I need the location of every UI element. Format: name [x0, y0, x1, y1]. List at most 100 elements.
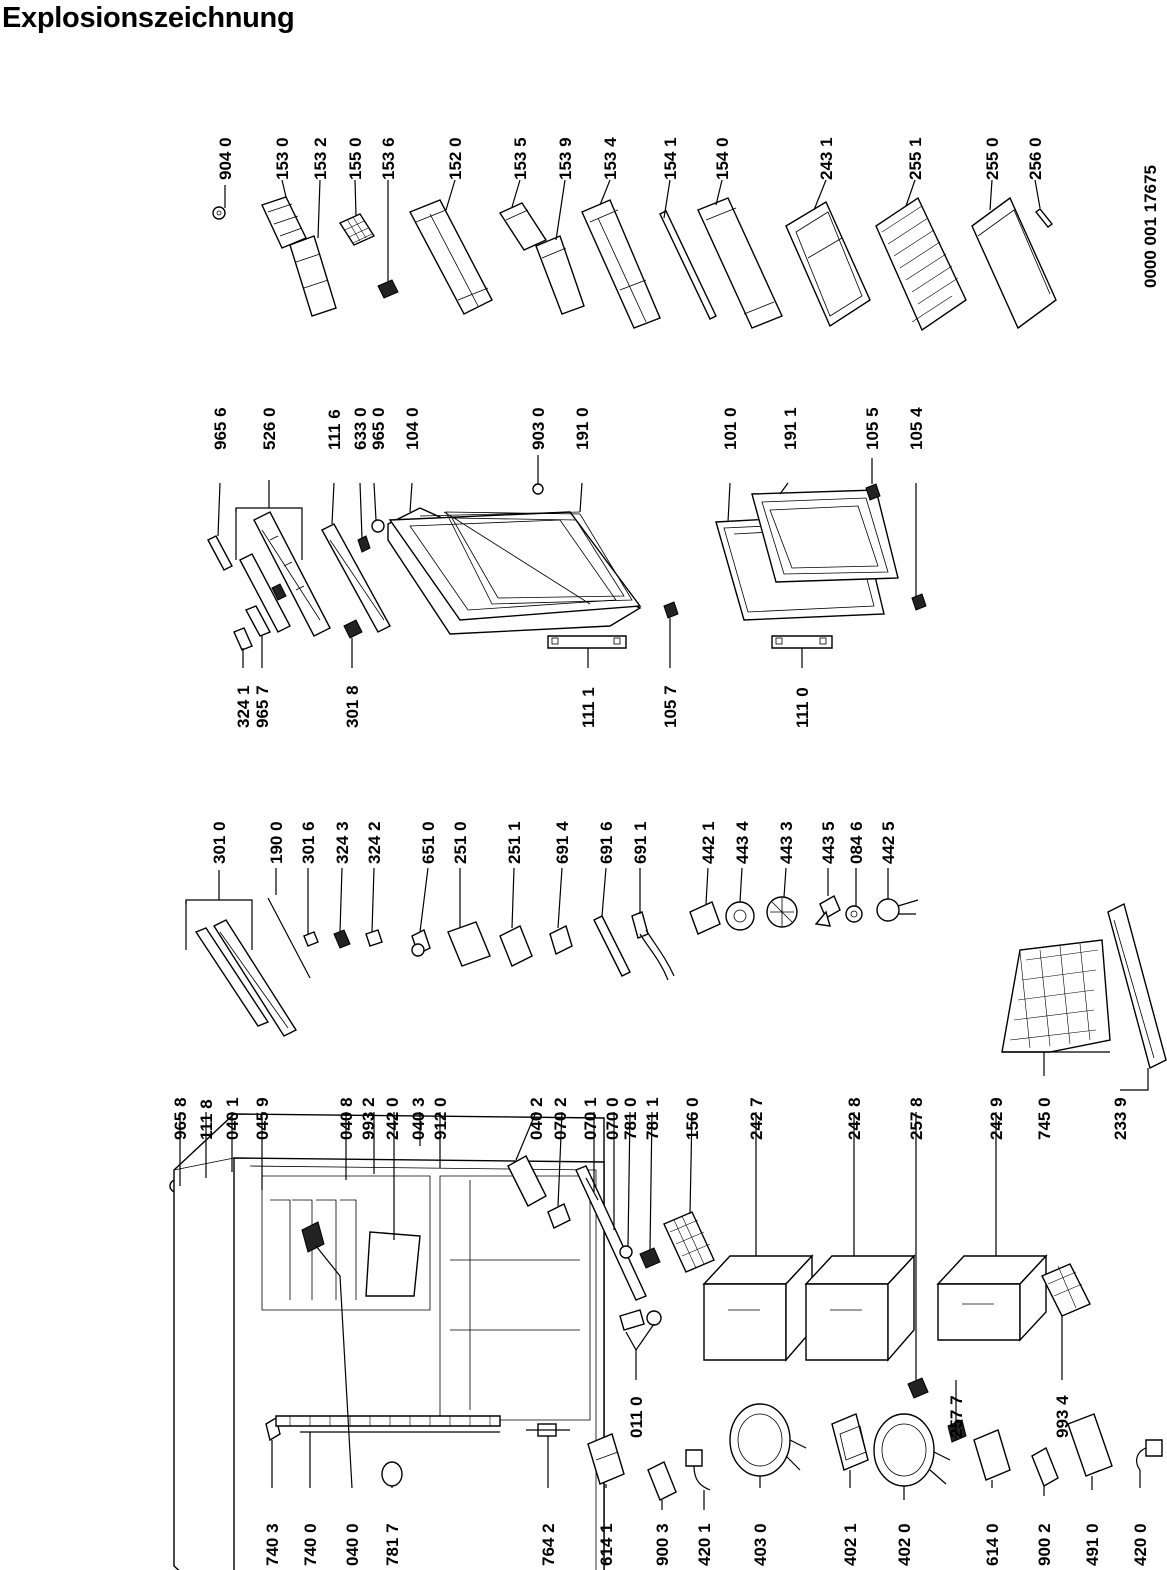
label-154-0: 154 0 — [713, 137, 732, 180]
label-740-3: 740 3 — [263, 1523, 282, 1566]
label-614-0: 614 0 — [983, 1523, 1002, 1566]
label-904-0: 904 0 — [216, 137, 235, 180]
label-011-0: 011 0 — [627, 1396, 646, 1438]
label-443-5: 443 5 — [819, 821, 838, 864]
door-labels: 965 6 526 0 111 6 633 0 965 0 104 0 903 … — [211, 407, 926, 728]
label-070-1: 070 1 — [581, 1097, 600, 1140]
accessory-parts — [212, 196, 1057, 332]
label-402-1: 402 1 — [841, 1523, 860, 1566]
label-040-3: 040 3 — [409, 1097, 428, 1140]
label-104-0: 104 0 — [403, 407, 422, 450]
label-257-8: 257 8 — [907, 1097, 926, 1140]
label-040-2: 040 2 — [527, 1097, 546, 1140]
label-153-9: 153 9 — [556, 137, 575, 180]
label-614-1: 614 1 — [597, 1523, 616, 1566]
label-191-1: 191 1 — [781, 407, 800, 450]
label-443-4: 443 4 — [733, 821, 752, 864]
label-526-0: 526 0 — [260, 407, 279, 450]
label-442-1: 442 1 — [699, 821, 718, 864]
label-740-0: 740 0 — [301, 1523, 320, 1566]
label-242-0: 242 0 — [383, 1097, 402, 1140]
label-040-0: 040 0 — [343, 1523, 362, 1566]
label-233-9: 233 9 — [1111, 1097, 1130, 1140]
label-900-2: 900 2 — [1035, 1523, 1054, 1566]
label-111-6: 111 6 — [325, 409, 344, 450]
label-257-7: 257 7 — [947, 1395, 966, 1438]
label-156-0: 156 0 — [683, 1097, 702, 1140]
door-leaders — [217, 455, 917, 668]
label-965-7: 965 7 — [253, 685, 272, 728]
label-633-0: 633 0 — [351, 407, 370, 450]
label-111-0: 111 0 — [793, 687, 812, 728]
label-243-1: 243 1 — [817, 137, 836, 180]
label-403-0: 403 0 — [751, 1523, 770, 1566]
label-152-0: 152 0 — [446, 137, 465, 180]
label-993-4: 993 4 — [1053, 1395, 1072, 1438]
base-labels: 740 3 740 0 040 0 781 7 764 2 614 1 900 … — [263, 1523, 1150, 1566]
label-491-0: 491 0 — [1083, 1523, 1102, 1566]
label-111-8: 111 8 — [197, 1099, 216, 1140]
label-105-5: 105 5 — [863, 407, 882, 450]
label-745-0: 745 0 — [1035, 1097, 1054, 1140]
label-153-2: 153 2 — [311, 137, 330, 180]
label-443-3: 443 3 — [777, 821, 796, 864]
label-191-0: 191 0 — [573, 407, 592, 450]
label-912-0: 912 0 — [431, 1097, 450, 1140]
label-301-0: 301 0 — [210, 821, 229, 864]
label-420-0: 420 0 — [1131, 1523, 1150, 1566]
label-402-0: 402 0 — [895, 1523, 914, 1566]
label-153-0: 153 0 — [273, 137, 292, 180]
label-442-5: 442 5 — [879, 821, 898, 864]
label-324-2: 324 2 — [365, 821, 384, 864]
label-651-0: 651 0 — [419, 821, 438, 864]
label-965-0: 965 0 — [369, 407, 388, 450]
electrical-labels: 301 0 190 0 301 6 324 3 324 2 651 0 251 … — [210, 821, 1130, 1140]
label-781-1: 781 1 — [643, 1097, 662, 1140]
cabinet-labels: 965 8 111 8 040 1 045 9 040 8 993 2 242 … — [171, 1097, 1072, 1438]
label-101-0: 101 0 — [721, 407, 740, 450]
document-number: 0000 001 17675 — [1141, 165, 1160, 288]
base-parts — [265, 1403, 1163, 1501]
label-256-0: 256 0 — [1026, 137, 1045, 180]
label-255-1: 255 1 — [906, 137, 925, 180]
label-155-0: 155 0 — [346, 137, 365, 180]
label-251-1: 251 1 — [505, 821, 524, 864]
label-070-2: 070 2 — [551, 1097, 570, 1140]
label-190-0: 190 0 — [267, 821, 286, 864]
label-691-4: 691 4 — [553, 821, 572, 864]
label-040-1: 040 1 — [223, 1097, 242, 1140]
accessory-labels: 904 0 153 0 153 2 155 0 153 6 152 0 153 … — [216, 137, 1045, 180]
label-255-0: 255 0 — [983, 137, 1002, 180]
label-040-8: 040 8 — [337, 1097, 356, 1140]
label-242-9: 242 9 — [987, 1097, 1006, 1140]
accessory-leaders — [224, 179, 1041, 282]
door-parts — [207, 480, 927, 651]
cabinet-leaders — [179, 1111, 1063, 1440]
electrical-parts — [185, 870, 1167, 1070]
cabinet-parts — [169, 1113, 1091, 1570]
label-105-7: 105 7 — [661, 685, 680, 728]
label-105-4: 105 4 — [907, 407, 926, 450]
label-993-2: 993 2 — [359, 1097, 378, 1140]
label-242-7: 242 7 — [747, 1097, 766, 1140]
label-965-6: 965 6 — [211, 407, 230, 450]
label-781-0: 781 0 — [621, 1097, 640, 1140]
page-title: Explosionszeichnung — [2, 2, 295, 34]
label-154-1: 154 1 — [661, 137, 680, 180]
label-242-8: 242 8 — [845, 1097, 864, 1140]
label-153-5: 153 5 — [511, 137, 530, 180]
label-691-1: 691 1 — [631, 821, 650, 864]
label-420-1: 420 1 — [695, 1523, 714, 1566]
label-900-3: 900 3 — [653, 1523, 672, 1566]
label-084-6: 084 6 — [847, 821, 866, 864]
label-153-6: 153 6 — [379, 137, 398, 180]
label-781-7: 781 7 — [383, 1523, 402, 1566]
label-691-6: 691 6 — [597, 821, 616, 864]
label-903-0: 903 0 — [529, 407, 548, 450]
label-301-6: 301 6 — [299, 821, 318, 864]
label-251-0: 251 0 — [451, 821, 470, 864]
label-324-1: 324 1 — [234, 685, 253, 728]
label-111-1: 111 1 — [579, 687, 598, 728]
label-324-3: 324 3 — [333, 821, 352, 864]
